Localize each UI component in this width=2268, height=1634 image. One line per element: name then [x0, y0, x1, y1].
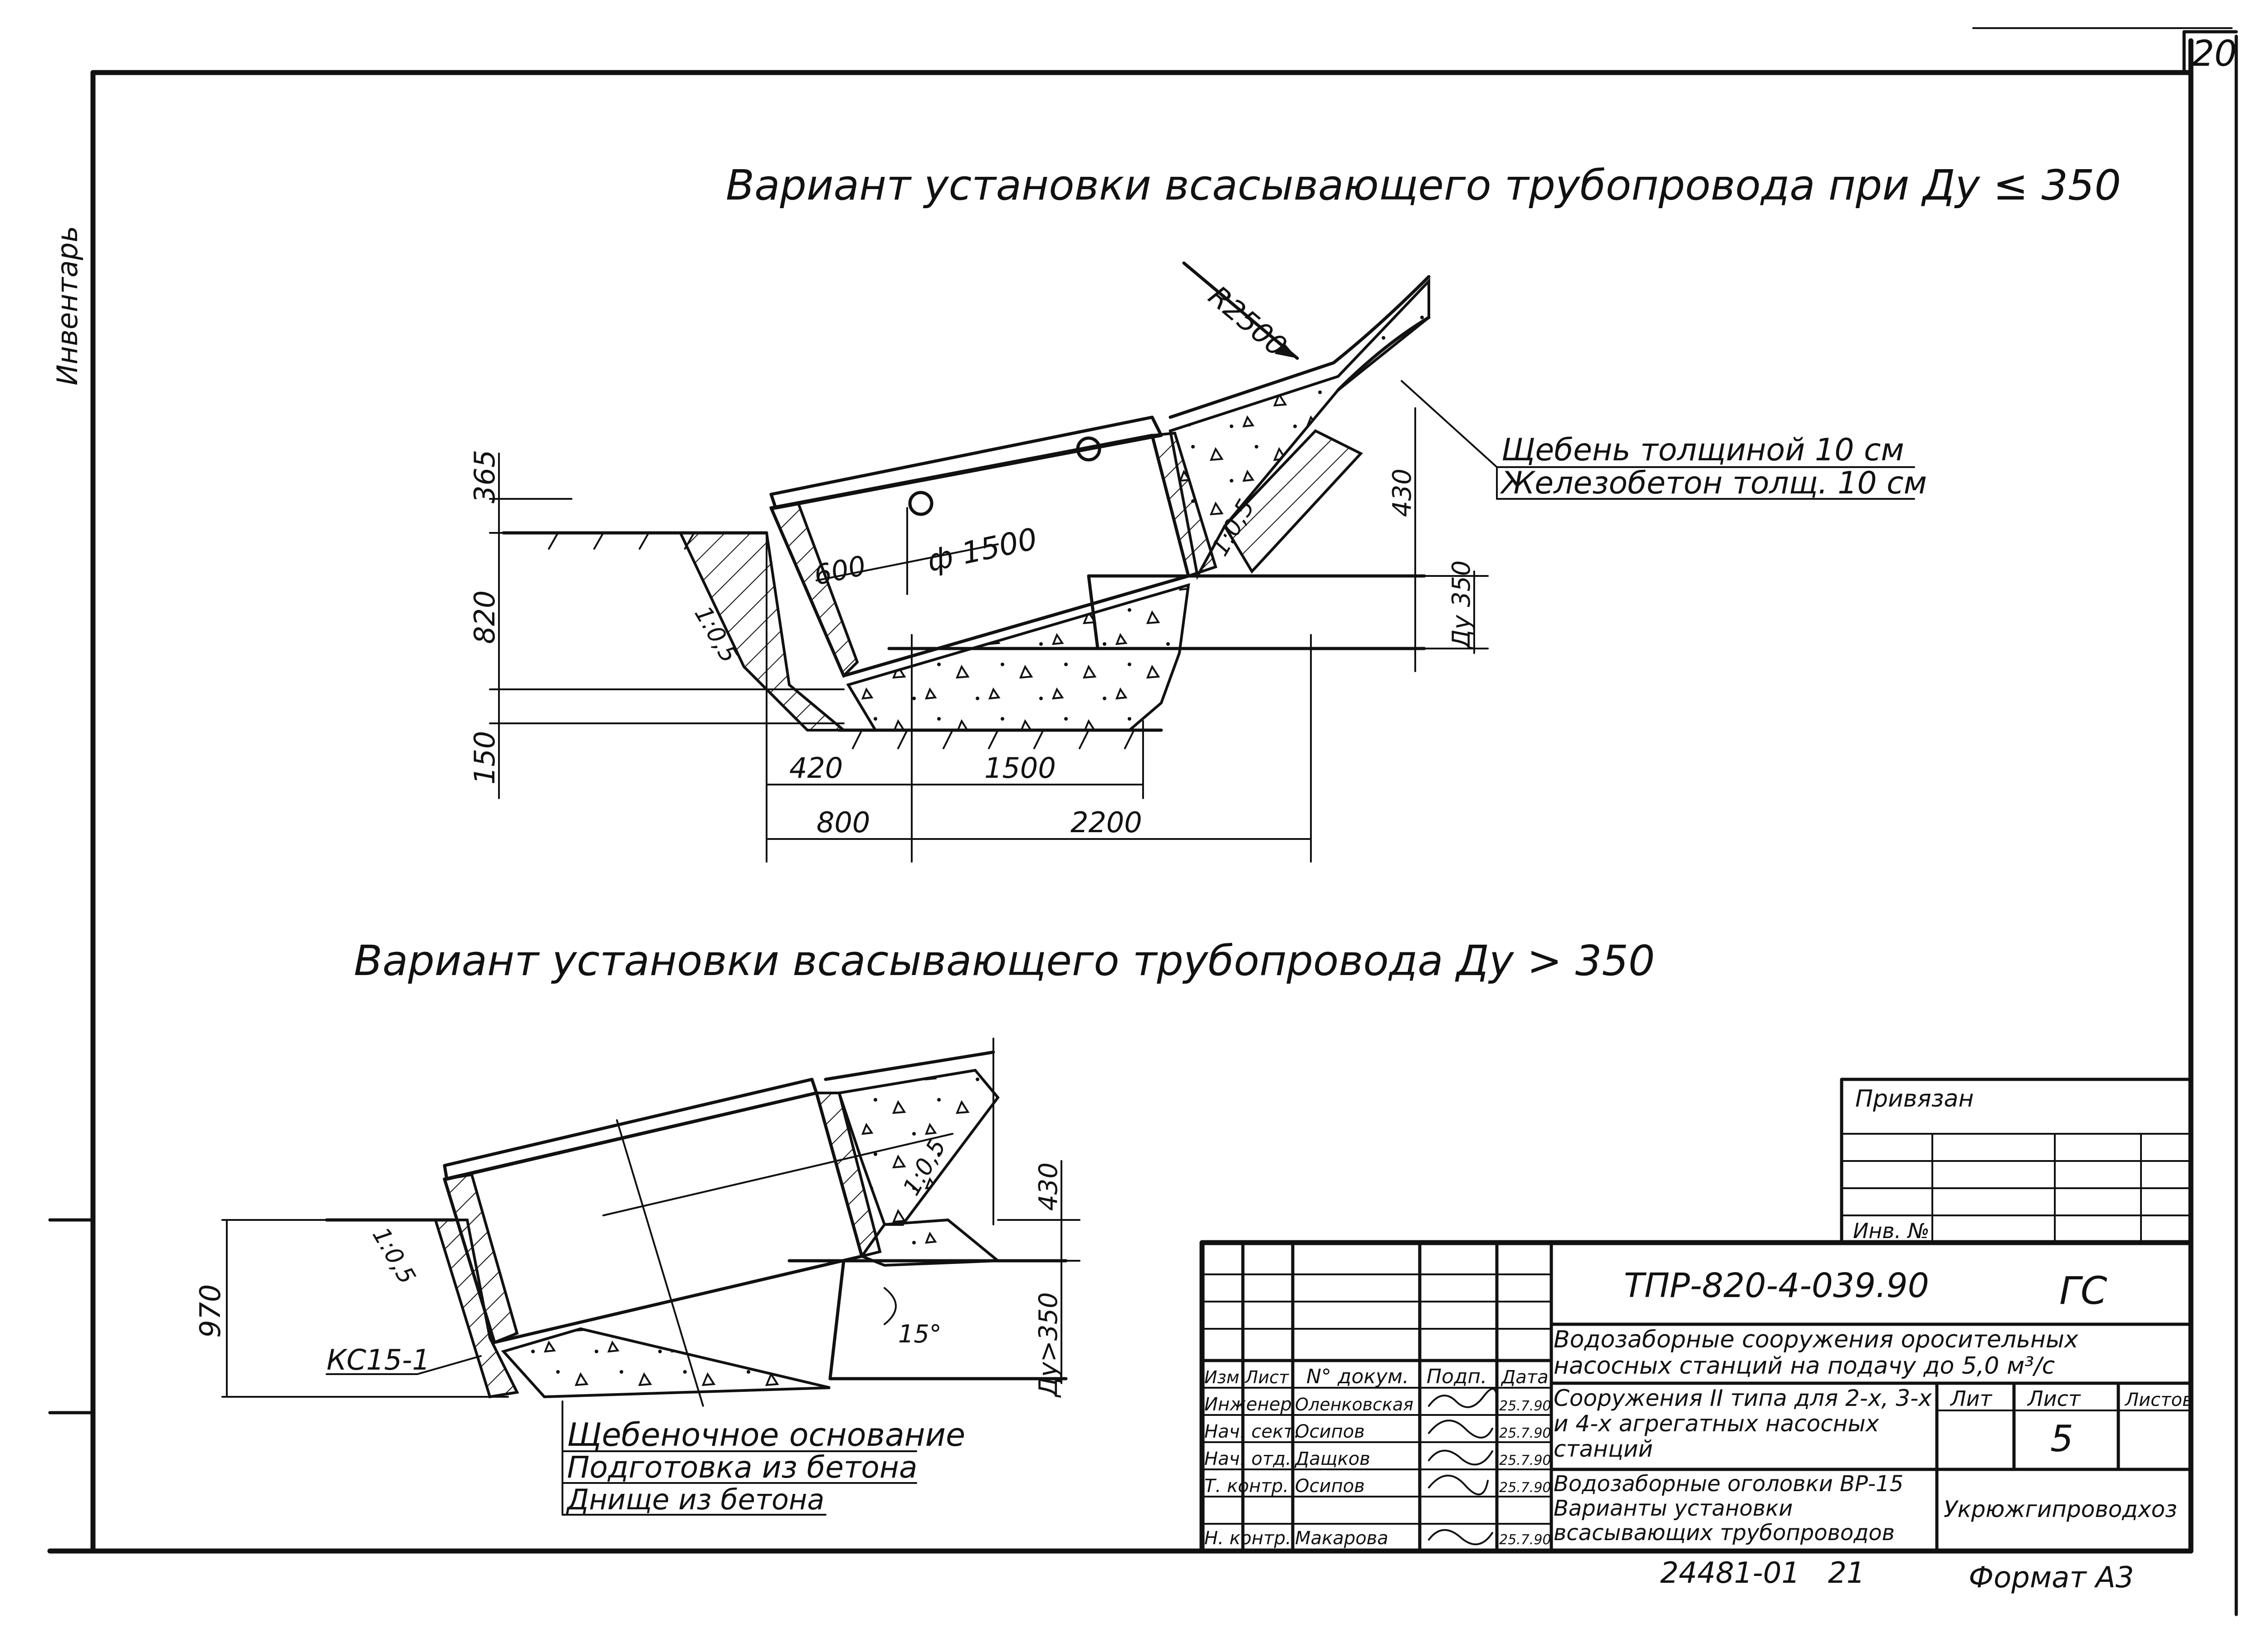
stamp-box — [1840, 1078, 2193, 1244]
d2-slope-left: 1:0,5 — [367, 1223, 421, 1289]
tb-name-3: Дащков — [1294, 1449, 1370, 1469]
tb-name-5: Макарова — [1295, 1528, 1388, 1549]
tb-sheet-label: Лист — [2027, 1386, 2081, 1411]
tb-role-5: Н. контр. — [1204, 1528, 1291, 1549]
tb-name-1: Оленковская — [1295, 1395, 1413, 1415]
d1-dim-600: 600 — [811, 550, 869, 591]
title-block-grid — [1199, 1240, 2194, 1554]
tb-header-doc: N° докум. — [1306, 1365, 1409, 1388]
tb-date-5: 25.7.90 — [1499, 1532, 1551, 1548]
tb-lit-label: Лит — [1950, 1386, 1992, 1411]
tb-sheet-number: 5 — [2050, 1418, 2073, 1460]
d2-kc-label: КС15-1 — [327, 1343, 430, 1376]
d1-dim-du: Ду 350 — [1447, 561, 1476, 649]
tb-code: ТПР-820-4-039.90 — [1624, 1266, 1929, 1305]
d2-dim-430: 430 — [1034, 1162, 1063, 1211]
d1-dim-phi: ф 1500 — [924, 521, 1040, 578]
page-number: 20 — [2192, 34, 2237, 74]
drawing1-title: Вариант установки всасывающего трубопров… — [726, 161, 2121, 210]
d1-dim-2200: 2200 — [1070, 806, 1142, 839]
d1-dim-150: 150 — [468, 731, 501, 785]
d2-dim-du: Ду>350 — [1034, 1292, 1063, 1398]
d1-dim-800: 800 — [816, 806, 870, 839]
tb-header-list: Лист — [1244, 1367, 1290, 1387]
d2-layer-2: Подготовка из бетона — [567, 1450, 917, 1485]
tb-sheets-label: Листов — [2124, 1390, 2193, 1410]
tb-date-1: 25.7.90 — [1499, 1398, 1551, 1414]
d1-layer-concrete: Железобетон толщ. 10 см — [1500, 465, 1927, 501]
d1-dim-430: 430 — [1388, 468, 1417, 517]
d1-dim-1500: 1500 — [984, 751, 1056, 785]
footer-inv: 24481-01 — [1660, 1556, 1800, 1590]
d1-dim-820: 820 — [468, 590, 501, 644]
tb-organization: Укрюжгипроводхоз — [1944, 1496, 2177, 1522]
stamp-inv: Инв. № — [1853, 1219, 1930, 1243]
footer-copy: 21 — [1828, 1556, 1865, 1590]
tb-stage: ГС — [2059, 1268, 2107, 1313]
tb-header-sign: Подп. — [1427, 1365, 1487, 1388]
d2-layer-1: Щебеночное основание — [567, 1416, 965, 1454]
footer-format: Формат А3 — [1969, 1561, 2134, 1595]
tb-name-2: Осипов — [1295, 1421, 1365, 1442]
d1-layer-rubble: Щебень толщиной 10 см — [1501, 432, 1904, 468]
tb-object-title: Сооружения II типа для 2-х, 3-х и 4-х аг… — [1554, 1385, 1932, 1462]
tb-role-3: Нач. отд. — [1204, 1449, 1291, 1469]
tb-header-izm: Изм — [1204, 1367, 1239, 1387]
tb-date-3: 25.7.90 — [1499, 1453, 1551, 1468]
tb-project-title: Водозаборные сооружения оросительных нас… — [1554, 1327, 2078, 1380]
d1-radius: 365 — [468, 450, 501, 503]
tb-role-2: Нач. сект. — [1204, 1421, 1300, 1442]
drawing2 — [221, 1038, 1080, 1516]
tb-sheet-title: Водозаборные оголовки ВР-15 Варианты уст… — [1554, 1472, 1904, 1546]
d1-r2500: R2500 — [1202, 279, 1293, 363]
tb-role-1: Инженер — [1204, 1394, 1292, 1415]
drawing1 — [489, 261, 1915, 863]
d2-dim-970: 970 — [194, 1284, 227, 1338]
side-stamp: Инвентарь — [51, 226, 84, 385]
d2-angle: 15° — [898, 1320, 942, 1348]
tb-name-4: Осипов — [1295, 1476, 1365, 1497]
drawing2-title: Вариант установки всасывающего трубопров… — [354, 937, 1655, 985]
tb-date-4: 25.7.90 — [1499, 1480, 1551, 1496]
d1-dim-420: 420 — [789, 751, 843, 785]
signatures — [1428, 1388, 1498, 1546]
d2-layer-3: Днище из бетона — [566, 1483, 824, 1516]
tb-header-date: Дата — [1501, 1367, 1549, 1388]
stamp-privyazan: Привязан — [1855, 1085, 1974, 1112]
tb-date-2: 25.7.90 — [1499, 1425, 1551, 1441]
tb-role-4: Т. контр. — [1204, 1476, 1289, 1497]
